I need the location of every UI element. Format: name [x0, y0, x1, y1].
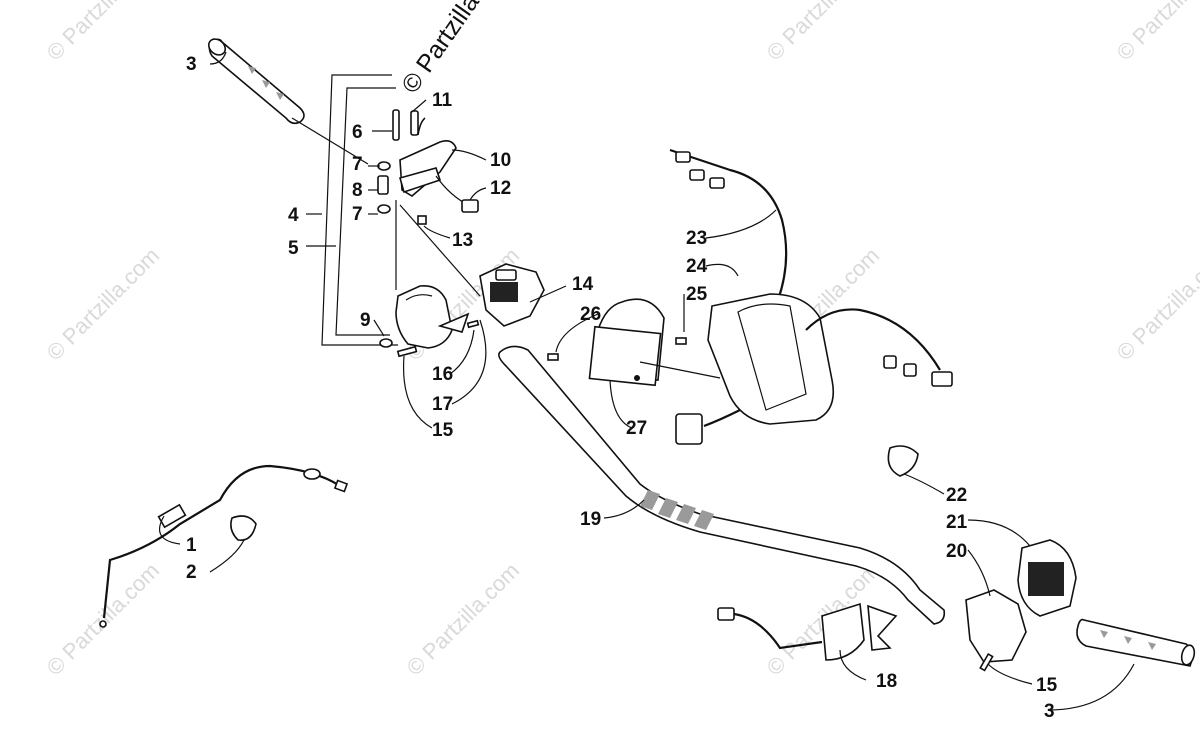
throttle-cable	[99, 464, 349, 628]
callout-23: 23	[686, 228, 707, 249]
right-grip	[1076, 618, 1196, 667]
callout-labels: 3 11 6 7 10 8 12 7 4 13 5 23 24 14 25 26…	[186, 54, 1058, 722]
callout-14: 14	[572, 274, 594, 295]
throttle-lever-assembly	[377, 109, 479, 225]
callout-7: 7	[352, 204, 363, 225]
right-switch-assembly	[965, 539, 1077, 672]
callout-5: 5	[288, 238, 299, 259]
heated-grip-element	[717, 602, 898, 661]
handlebar-pad	[547, 298, 665, 387]
leader-lines	[159, 51, 1135, 711]
callout-6: 6	[352, 122, 363, 143]
callout-3: 3	[1044, 701, 1055, 722]
callout-7: 7	[352, 154, 363, 175]
callout-9: 9	[360, 310, 371, 331]
callout-3: 3	[186, 54, 197, 75]
handlebar	[498, 345, 946, 625]
callout-11: 11	[432, 90, 453, 111]
retaining-clip	[887, 445, 919, 477]
callout-26: 26	[580, 304, 601, 325]
assembly-brackets	[321, 74, 398, 346]
callout-20: 20	[946, 541, 967, 562]
callout-16: 16	[432, 364, 453, 385]
callout-17: 17	[432, 394, 453, 415]
callout-24: 24	[686, 256, 708, 277]
callout-22: 22	[946, 485, 967, 506]
kill-switch	[479, 263, 545, 327]
callout-13: 13	[452, 230, 473, 251]
callout-12: 12	[490, 178, 511, 199]
left-switch-housing	[379, 284, 480, 358]
callout-15: 15	[432, 420, 454, 441]
left-grip	[207, 38, 305, 125]
callout-10: 10	[490, 150, 511, 171]
callout-15: 15	[1036, 675, 1058, 696]
callout-1: 1	[186, 535, 197, 556]
callout-19: 19	[580, 509, 601, 530]
callout-27: 27	[626, 418, 647, 439]
callout-4: 4	[288, 205, 299, 226]
control-module	[669, 148, 953, 445]
callout-18: 18	[876, 671, 897, 692]
callout-21: 21	[946, 512, 968, 533]
callout-8: 8	[352, 180, 363, 201]
callout-2: 2	[186, 562, 197, 583]
callout-25: 25	[686, 284, 708, 305]
